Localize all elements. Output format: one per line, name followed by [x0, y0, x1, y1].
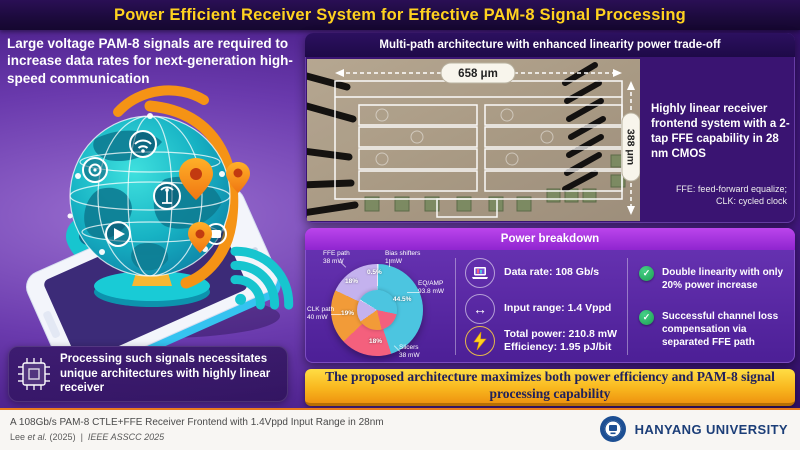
stat-data-rate: Data rate: 108 Gb/s: [465, 258, 599, 288]
university-logo: HANYANG UNIVERSITY: [599, 415, 788, 443]
chip-width-label: 658 μm: [458, 68, 498, 80]
wifi-badge-icon: [129, 130, 157, 158]
pct-clk: 19%: [341, 310, 355, 317]
stat-input-range: ↔ Input range: 1.4 Vppd: [465, 294, 611, 324]
globe: [67, 113, 231, 277]
pie-inner-disc: [357, 290, 397, 330]
abbreviation-note: FFE: feed-forward equalize; CLK: cycled …: [675, 184, 787, 207]
university-name: HANYANG UNIVERSITY: [634, 421, 788, 437]
footer-bar: A 108Gb/s PAM-8 CTLE+FFE Receiver Fronte…: [0, 408, 800, 450]
chip-icon: [8, 355, 60, 393]
globe-arc: [144, 100, 239, 289]
check-icon: ✓: [639, 266, 654, 281]
power-panel-header: Power breakdown: [305, 228, 795, 250]
note-text: Processing such signals necessitates uni…: [60, 352, 271, 395]
check-icon: ✓: [639, 310, 654, 325]
page-title: Power Efficient Receiver System for Effe…: [114, 5, 686, 24]
university-seal-icon: [599, 416, 626, 442]
note-card: Processing such signals necessitates uni…: [8, 346, 288, 402]
power-panel: Power breakdown 0.5% 44.5% 18% 19% 18% F…: [305, 228, 795, 363]
highlight-channel-loss: ✓ Successful channel loss compensation v…: [639, 310, 789, 349]
divider: [627, 258, 628, 355]
leader-line: [389, 259, 390, 267]
range-arrow-icon: ↔: [465, 294, 495, 324]
laptop-icon: [465, 258, 495, 288]
height-dimension: 388 μm: [621, 81, 640, 215]
width-dimension: 658 μm: [335, 62, 622, 84]
paper-title: A 108Gb/s PAM-8 CTLE+FFE Receiver Fronte…: [10, 417, 384, 428]
globe-arc-top: [113, 85, 209, 117]
play-badge-icon: [105, 221, 131, 247]
antenna-badge-icon: [153, 182, 181, 210]
chip-panel-header: Multi-path architecture with enhanced li…: [305, 33, 795, 57]
leader-line: [407, 292, 419, 293]
pct-bias: 0.5%: [367, 269, 382, 276]
chip-description: Highly linear receiver frontend system w…: [651, 103, 790, 160]
globe-phone-illustration: [26, 85, 294, 346]
divider: [455, 258, 456, 355]
target-badge-icon: [82, 157, 108, 183]
stat-power-efficiency: Total power: 210.8 mW Efficiency: 1.95 p…: [465, 326, 617, 356]
lightning-icon: [465, 326, 495, 356]
pct-eqamp: 44.5%: [393, 296, 412, 303]
pct-ffe: 18%: [345, 278, 359, 285]
citation: Lee et al. (2025) | IEEE ASSCC 2025: [10, 432, 165, 442]
conclusion-text: The proposed architecture maximizes both…: [325, 369, 775, 401]
highlight-linearity: ✓ Double linearity with only 20% power i…: [639, 266, 789, 292]
leader-line: [331, 314, 341, 315]
chip-height-label: 388 μm: [625, 129, 637, 165]
die-micrograph: 658 μm 388 μm: [307, 59, 640, 221]
title-bar: Power Efficient Receiver System for Effe…: [0, 0, 800, 30]
pct-slicers: 18%: [369, 338, 383, 345]
wifi-signal-icon: [230, 246, 294, 310]
chip-panel: Multi-path architecture with enhanced li…: [305, 33, 795, 223]
conclusion-banner: The proposed architecture maximizes both…: [305, 369, 795, 406]
intro-text: Large voltage PAM-8 signals are required…: [7, 36, 293, 86]
